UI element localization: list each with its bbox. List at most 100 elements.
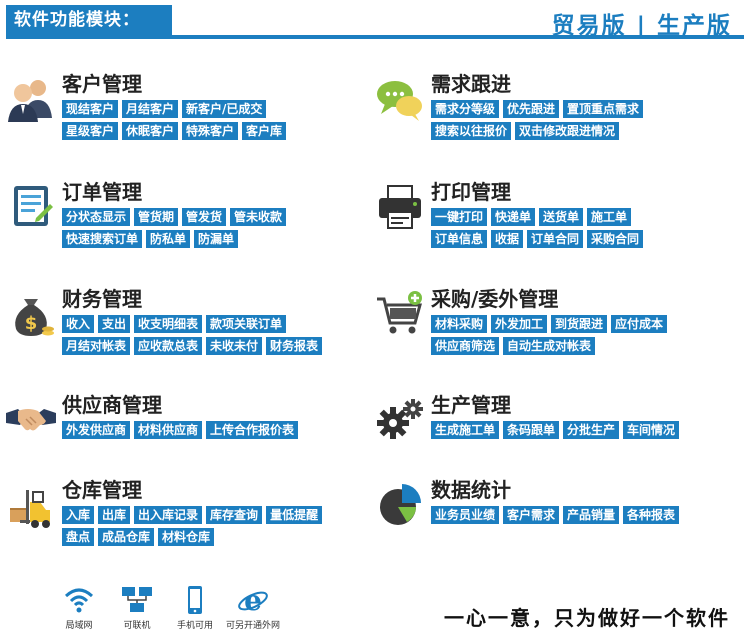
tag-list: 生成施工单条码跟单分批生产车间情况: [431, 421, 731, 443]
footer-label: 局域网: [65, 621, 93, 631]
header-divider: [6, 35, 744, 39]
feature-tag: 条码跟单: [503, 421, 560, 439]
footer-item-network: 可联机: [114, 584, 160, 631]
feature-tag: 材料仓库: [158, 528, 215, 546]
feature-tag: 量低提醒: [266, 506, 323, 524]
feature-tag: 到货跟进: [551, 315, 608, 333]
tag-list: 材料采购外发加工到货跟进应付成本供应商筛选自动生成对帐表: [431, 315, 731, 359]
feature-tag: 生成施工单: [431, 421, 500, 439]
feature-tag: 特殊客户: [182, 122, 239, 140]
module-title: 订单管理: [62, 180, 142, 204]
feature-tag: 优先跟进: [503, 100, 560, 118]
module-purchase-outsourcing: 采购/委外管理 材料采购外发加工到货跟进应付成本供应商筛选自动生成对帐表: [375, 283, 735, 375]
tag-row: 需求分等级优先跟进置顶重点需求: [431, 100, 731, 118]
feature-tag: 车间情况: [623, 421, 680, 439]
feature-tag: 盘点: [62, 528, 95, 546]
module-data-statistics: 数据统计 业务员业绩客户需求产品销量各种报表: [375, 474, 735, 566]
feature-tag: 订单合同: [527, 230, 584, 248]
handshake-icon: [6, 409, 56, 431]
tag-row: 生成施工单条码跟单分批生产车间情况: [431, 421, 731, 439]
edition-label: 贸易版 | 生产版: [551, 13, 732, 39]
module-supplier-management: 供应商管理 外发供应商材料供应商上传合作报价表: [6, 389, 366, 481]
pie-chart-icon: [380, 484, 421, 525]
feature-tag: 外发供应商: [62, 421, 131, 439]
module-title: 打印管理: [431, 180, 511, 204]
feature-tag: 一键打印: [431, 208, 488, 226]
feature-tag: 收入: [62, 315, 95, 333]
money-bag-icon: $: [15, 299, 54, 336]
svg-text:e: e: [244, 584, 262, 616]
feature-tag: 月结对帐表: [62, 337, 131, 355]
feature-tag: 未收未付: [206, 337, 263, 355]
feature-tag: 产品销量: [563, 506, 620, 524]
feature-tag: 管发货: [182, 208, 227, 226]
feature-tag: 管货期: [134, 208, 179, 226]
feature-tag: 出入库记录: [134, 506, 203, 524]
module-title: 数据统计: [431, 478, 511, 502]
page-title: 软件功能模块：: [6, 5, 172, 35]
module-title: 财务管理: [62, 287, 142, 311]
tag-row: 搜索以往报价双击修改跟进情况: [431, 122, 731, 140]
tag-row: 业务员业绩客户需求产品销量各种报表: [431, 506, 731, 524]
feature-tag: 新客户/已成交: [182, 100, 267, 118]
tag-row: 外发供应商材料供应商上传合作报价表: [62, 421, 362, 439]
module-title: 仓库管理: [62, 478, 142, 502]
tag-row: 一键打印快递单送货单施工单: [431, 208, 731, 226]
feature-tag: 客户需求: [503, 506, 560, 524]
svg-text:$: $: [25, 313, 38, 334]
module-print-management: 打印管理 一键打印快递单送货单施工单订单信息收据订单合同采购合同: [375, 176, 735, 268]
printer-icon: [379, 185, 421, 229]
feature-tag: 材料采购: [431, 315, 488, 333]
tag-row: 收入支出收支明细表款项关联订单: [62, 315, 362, 333]
feature-tag: 星级客户: [62, 122, 119, 140]
tag-row: 入库出库出入库记录库存查询量低提醒: [62, 506, 362, 524]
tag-list: 需求分等级优先跟进置顶重点需求搜索以往报价双击修改跟进情况: [431, 100, 731, 144]
feature-tag: 防私单: [146, 230, 191, 248]
feature-tag: 搜索以往报价: [431, 122, 512, 140]
module-production-management: 生产管理 生成施工单条码跟单分批生产车间情况: [375, 389, 735, 481]
tag-list: 入库出库出入库记录库存查询量低提醒盘点成品仓库材料仓库: [62, 506, 362, 550]
chat-bubble-icon: [377, 81, 422, 121]
module-warehouse-management: 仓库管理 入库出库出入库记录库存查询量低提醒盘点成品仓库材料仓库: [6, 474, 366, 566]
feature-tag: 外发加工: [491, 315, 548, 333]
tag-list: 业务员业绩客户需求产品销量各种报表: [431, 506, 731, 528]
network-computers-icon: [122, 587, 152, 612]
tag-row: 供应商筛选自动生成对帐表: [431, 337, 731, 355]
people-icon: [8, 80, 52, 122]
slogan: 一心一意，只为做好一个软件: [444, 606, 730, 630]
feature-tag: 快速搜索订单: [62, 230, 143, 248]
tag-row: 分状态显示管货期管发货管未收款: [62, 208, 362, 226]
feature-tag: 款项关联订单: [206, 315, 287, 333]
feature-tag: 材料供应商: [134, 421, 203, 439]
feature-tag: 应付成本: [611, 315, 668, 333]
mobile-phone-icon: [188, 586, 202, 614]
feature-tag: 财务报表: [266, 337, 323, 355]
document-icon: [14, 186, 53, 226]
feature-tag: 收据: [491, 230, 524, 248]
tag-list: 一键打印快递单送货单施工单订单信息收据订单合同采购合同: [431, 208, 731, 252]
module-finance-management: $ 财务管理 收入支出收支明细表款项关联订单月结对帐表应收款总表未收未付财务报表: [6, 283, 366, 375]
feature-tag: 置顶重点需求: [563, 100, 644, 118]
shopping-cart-icon: [377, 291, 422, 334]
feature-tag: 休眠客户: [122, 122, 179, 140]
tag-row: 月结对帐表应收款总表未收未付财务报表: [62, 337, 362, 355]
tag-row: 材料采购外发加工到货跟进应付成本: [431, 315, 731, 333]
feature-tag: 采购合同: [587, 230, 644, 248]
footer-item-mobile: 手机可用: [172, 584, 218, 631]
feature-tag: 各种报表: [623, 506, 680, 524]
tag-row: 盘点成品仓库材料仓库: [62, 528, 362, 546]
tag-row: 星级客户休眠客户特殊客户客户库: [62, 122, 362, 140]
module-title: 供应商管理: [62, 393, 162, 417]
footer-feature-list: 局域网 可联机 手机可用 e 可另开通外网: [56, 584, 280, 631]
feature-tag: 订单信息: [431, 230, 488, 248]
feature-tag: 防漏单: [194, 230, 239, 248]
footer-item-internet: e 可另开通外网: [226, 584, 280, 631]
wifi-icon: [64, 588, 94, 613]
tag-row: 订单信息收据订单合同采购合同: [431, 230, 731, 248]
forklift-icon: [10, 490, 50, 528]
feature-tag: 库存查询: [206, 506, 263, 524]
feature-tag: 成品仓库: [98, 528, 155, 546]
feature-tag: 月结客户: [122, 100, 179, 118]
feature-tag: 出库: [98, 506, 131, 524]
feature-tag: 管未收款: [230, 208, 287, 226]
